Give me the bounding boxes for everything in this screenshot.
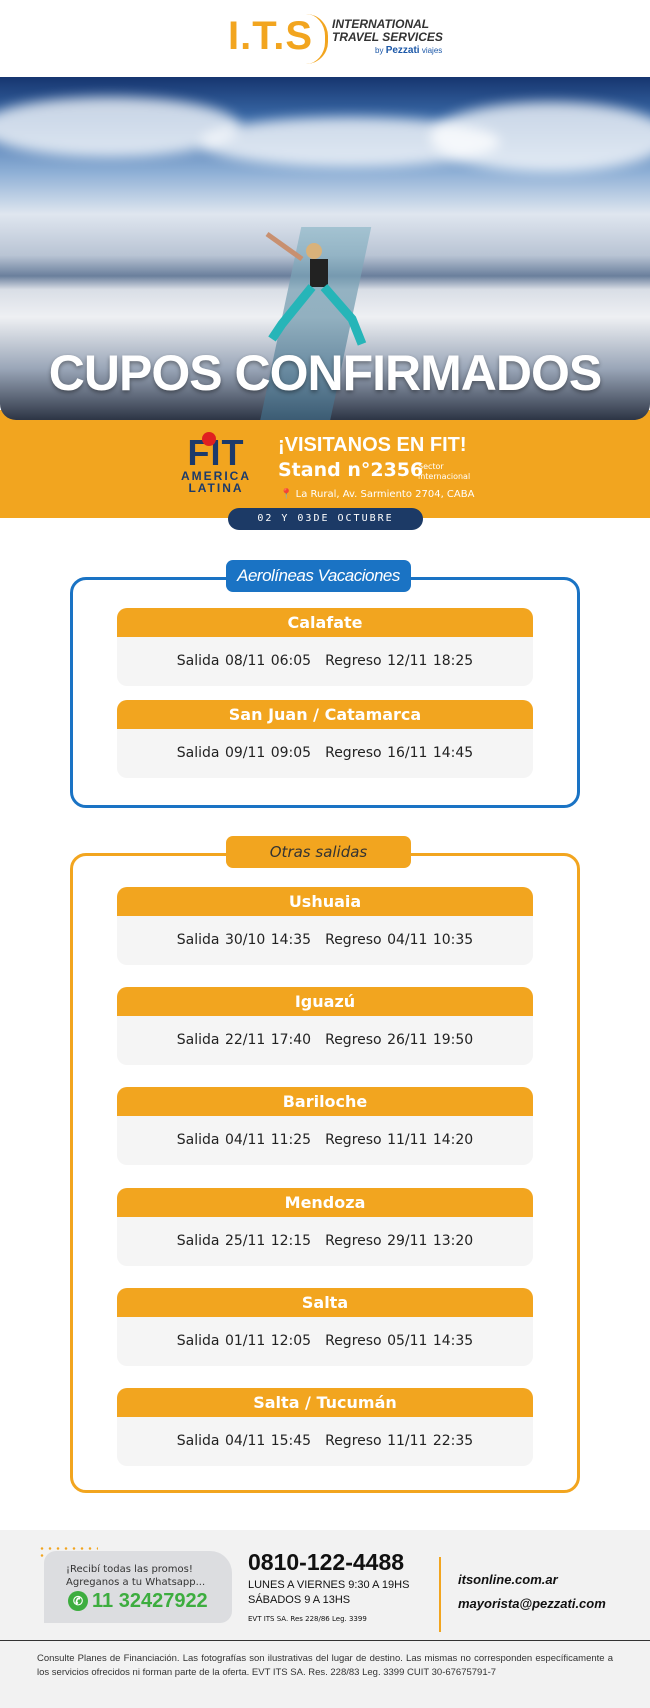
trip-schedule: Salida 09/11 09:05 Regreso 16/11 14:45 [117, 729, 533, 778]
trip-schedule: Salida 04/11 15:45 Regreso 11/11 22:35 [117, 1417, 533, 1466]
trip-card: Salta Salida 01/11 12:05 Regreso 05/11 14… [117, 1288, 533, 1366]
trip-card: Ushuaia Salida 30/10 14:35 Regreso 04/11 … [117, 887, 533, 965]
fit-date-badge: 02 Y 03DE OCTUBRE [228, 508, 423, 530]
hours-saturday: SÁBADOS 9 A 13HS [248, 1594, 351, 1606]
logo-byline: by Pezzati viajes [375, 45, 442, 56]
trip-destination: Iguazú [117, 987, 533, 1016]
fit-sector: Sector internacional [418, 462, 471, 481]
trip-return: Regreso 04/11 10:35 [325, 932, 474, 948]
whatsapp-number[interactable]: ✆11 32427922 [68, 1590, 208, 1613]
logo-line1: INTERNATIONAL [332, 17, 430, 31]
logo-by: by [375, 46, 384, 55]
hours-weekdays: LUNES A VIERNES 9:30 A 19HS [248, 1579, 410, 1591]
trip-return: Regreso 11/11 14:20 [325, 1132, 474, 1148]
trip-schedule: Salida 22/11 17:40 Regreso 26/11 19:50 [117, 1016, 533, 1065]
trip-departure: Salida 25/11 12:15 [176, 1233, 312, 1249]
trip-return: Regreso 16/11 14:45 [325, 745, 474, 761]
contact-links: itsonline.com.ar mayorista@pezzati.com [458, 1568, 606, 1616]
whatsapp-icon: ✆ [68, 1591, 88, 1611]
cloud [0, 97, 240, 157]
fit-logo-big: FIT [180, 432, 252, 471]
footer-divider [439, 1557, 441, 1632]
fit-address-text: La Rural, Av. Sarmiento 2704, CABA [295, 489, 475, 500]
website-link[interactable]: itsonline.com.ar [458, 1572, 558, 1587]
trip-return: Regreso 26/11 19:50 [325, 1032, 474, 1048]
trip-return: Regreso 11/11 22:35 [325, 1433, 474, 1449]
logo-brand-suffix: viajes [421, 46, 443, 55]
trip-destination: San Juan / Catamarca [117, 700, 533, 729]
whatsapp-promo-text: ¡Recibí todas las promos! Agreganos a tu … [66, 1563, 205, 1589]
trip-schedule: Salida 30/10 14:35 Regreso 04/11 10:35 [117, 916, 533, 965]
trip-card: Mendoza Salida 25/11 12:15 Regreso 29/11 … [117, 1188, 533, 1266]
fit-logo-line2: LATINA [188, 481, 244, 495]
trip-return: Regreso 05/11 14:35 [325, 1333, 474, 1349]
logo-line2: TRAVEL SERVICES [332, 30, 443, 44]
business-hours: LUNES A VIERNES 9:30 A 19HS SÁBADOS 9 A 1… [248, 1578, 409, 1608]
whatsapp-bubble[interactable] [44, 1551, 232, 1623]
hero-title: CUPOS CONFIRMADOS [48, 345, 602, 401]
fit-dot [202, 432, 216, 446]
trip-card: Calafate Salida 08/11 06:05 Regreso 12/11… [117, 608, 533, 686]
trip-card: San Juan / Catamarca Salida 09/11 09:05 R… [117, 700, 533, 778]
trip-destination: Ushuaia [117, 887, 533, 916]
trip-card: Bariloche Salida 04/11 11:25 Regreso 11/1… [117, 1087, 533, 1165]
trip-schedule: Salida 08/11 06:05 Regreso 12/11 18:25 [117, 637, 533, 686]
disclaimer: Consulte Planes de Financiación. Las fot… [37, 1653, 613, 1678]
trip-departure: Salida 30/10 14:35 [176, 932, 312, 948]
fit-headline: ¡VISITANOS EN FIT! [278, 434, 467, 456]
jumping-person-illustration [265, 231, 367, 346]
trip-destination: Calafate [117, 608, 533, 637]
trip-departure: Salida 04/11 11:25 [176, 1132, 312, 1148]
trip-schedule: Salida 01/11 12:05 Regreso 05/11 14:35 [117, 1317, 533, 1366]
whatsapp-line1: ¡Recibí todas las promos! [66, 1564, 193, 1575]
trip-schedule: Salida 25/11 12:15 Regreso 29/11 13:20 [117, 1217, 533, 1266]
trip-destination: Salta / Tucumán [117, 1388, 533, 1417]
trip-destination: Salta [117, 1288, 533, 1317]
trip-card: Iguazú Salida 22/11 17:40 Regreso 26/11 1… [117, 987, 533, 1065]
trip-return: Regreso 12/11 18:25 [325, 653, 474, 669]
trip-departure: Salida 09/11 09:05 [176, 745, 312, 761]
trip-destination: Bariloche [117, 1087, 533, 1116]
email-link[interactable]: mayorista@pezzati.com [458, 1596, 606, 1611]
phone-number[interactable]: 0810-122-4488 [248, 1549, 405, 1575]
evt-license: EVT ITS SA. Res 228/86 Leg. 3399 [248, 1615, 367, 1623]
cloud [430, 102, 650, 172]
trip-departure: Salida 08/11 06:05 [176, 653, 312, 669]
whatsapp-line2: Agreganos a tu Whatsapp... [66, 1577, 206, 1588]
its-logo-mark: I.T.S [228, 14, 314, 58]
logo-brand: Pezzati [385, 45, 420, 56]
location-pin-icon: 📍 [280, 489, 293, 500]
otras-salidas-label: Otras salidas [226, 836, 411, 868]
fit-logo: FIT AMERICA LATINA [180, 432, 252, 495]
trip-departure: Salida 22/11 17:40 [176, 1032, 312, 1048]
trip-departure: Salida 01/11 12:05 [176, 1333, 312, 1349]
whatsapp-number-text[interactable]: 11 32427922 [92, 1590, 208, 1612]
trip-schedule: Salida 04/11 11:25 Regreso 11/11 14:20 [117, 1116, 533, 1165]
trip-return: Regreso 29/11 13:20 [325, 1233, 474, 1249]
hero-banner: CUPOS CONFIRMADOS [0, 77, 650, 420]
fit-logo-line1: AMERICA [181, 469, 251, 483]
fit-address: 📍 La Rural, Av. Sarmiento 2704, CABA [280, 489, 474, 500]
logo-bracket [306, 14, 328, 64]
trip-card: Salta / Tucumán Salida 04/11 15:45 Regres… [117, 1388, 533, 1466]
trip-destination: Mendoza [117, 1188, 533, 1217]
footer-separator [0, 1640, 650, 1641]
trip-departure: Salida 04/11 15:45 [176, 1433, 312, 1449]
aerolineas-vacaciones-logo: Aerolíneas Vacaciones [226, 560, 411, 592]
fit-stand: Stand n°2356 [278, 459, 424, 481]
